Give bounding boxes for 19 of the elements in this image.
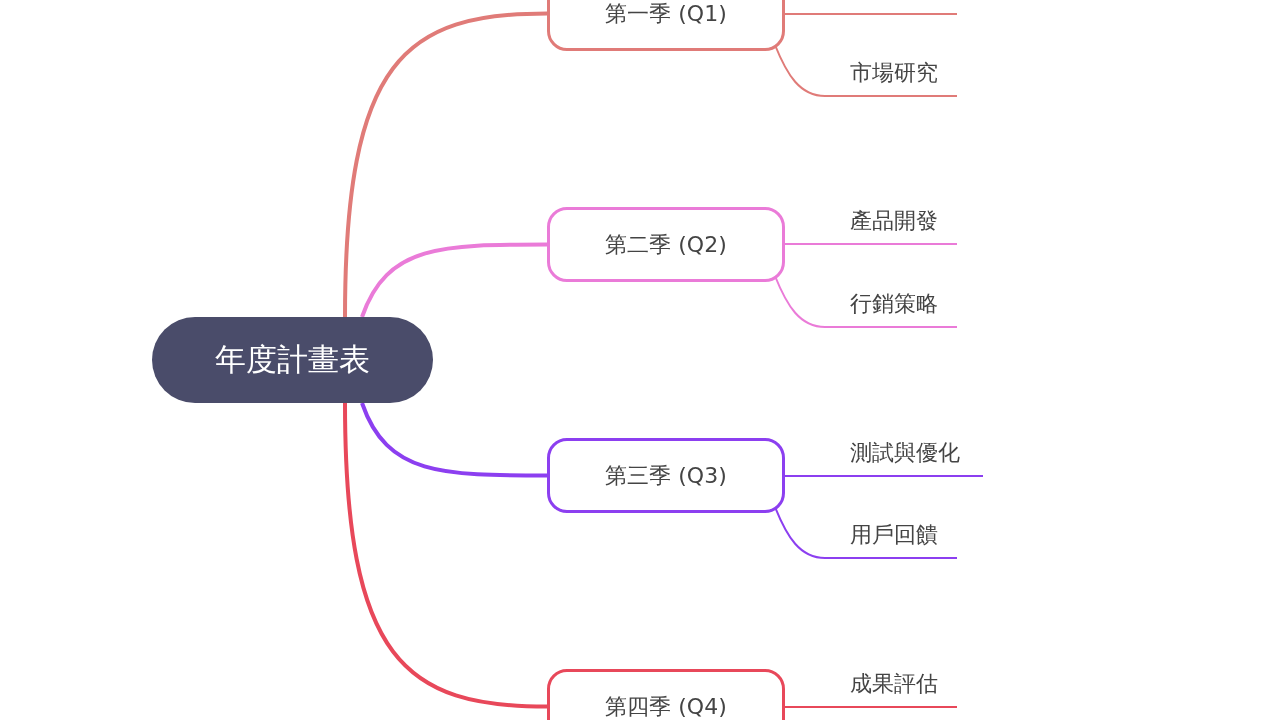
- subtopic-label: 成果評估: [825, 667, 957, 708]
- central-topic: 年度計畫表: [152, 317, 433, 403]
- branch-connector: [360, 402, 547, 478]
- topic-box: 第三季 (Q3): [547, 438, 785, 513]
- subtopic-label: 用戶回饋: [825, 518, 957, 559]
- topic-box: 第一季 (Q1): [547, 0, 785, 51]
- topic-box: 第二季 (Q2): [547, 207, 785, 282]
- branch-connector: [343, 11, 548, 318]
- branch-connector: [343, 402, 548, 709]
- subtopic-label: 測試與優化: [825, 436, 983, 477]
- branch-connector: [784, 475, 826, 477]
- branch-connector: [360, 242, 547, 318]
- branch-connector: [784, 243, 826, 245]
- subtopic-label: 產品開發: [825, 204, 957, 245]
- subtopic-label: 市場研究: [825, 56, 957, 97]
- branch-connector: [784, 706, 826, 708]
- branch-connector: [784, 13, 826, 15]
- topic-box: 第四季 (Q4): [547, 669, 785, 720]
- subtopic-label: 行銷策略: [825, 287, 957, 328]
